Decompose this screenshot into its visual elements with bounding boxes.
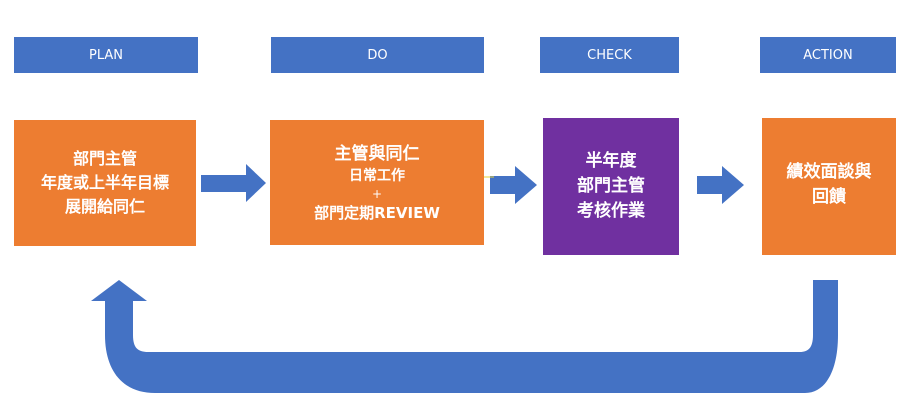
arrow-do-to-check-icon [490, 166, 537, 204]
phase-header-do: DO [271, 37, 484, 73]
phase-header-label: DO [367, 47, 388, 63]
step-text-line: 部門定期REVIEW [314, 203, 440, 222]
phase-header-action: ACTION [760, 37, 896, 73]
phase-header-label: CHECK [587, 47, 632, 63]
feedback-loop-arrow-icon [91, 280, 838, 393]
step-text-line: 回饋 [812, 187, 846, 207]
phase-header-check: CHECK [540, 37, 679, 73]
step-text-line: 日常工作 [349, 167, 405, 184]
phase-header-label: ACTION [803, 47, 853, 63]
check-step-box: 半年度 部門主管 考核作業 [543, 118, 679, 255]
do-step-box: 主管與同仁 日常工作 + 部門定期REVIEW [270, 120, 484, 245]
step-text-line: 考核作業 [577, 201, 645, 221]
arrow-plan-to-do-icon [201, 164, 266, 202]
phase-header-label: PLAN [89, 47, 123, 63]
step-text-line: 部門主管 [577, 176, 645, 196]
step-text-line: + [371, 186, 383, 201]
arrow-check-to-action-icon [697, 166, 744, 204]
step-text-line: 績效面談與 [786, 162, 872, 182]
action-step-box: 績效面談與 回饋 [762, 118, 896, 255]
step-text-line: 主管與同仁 [334, 143, 420, 164]
phase-header-plan: PLAN [14, 37, 198, 73]
step-text-line: 部門主管 [72, 149, 137, 168]
step-text-line: 年度或上半年目標 [40, 173, 169, 192]
plan-step-box: 部門主管 年度或上半年目標 展開給同仁 [14, 120, 196, 246]
step-text-line: 展開給同仁 [64, 197, 145, 216]
step-text-line: 半年度 [585, 151, 637, 171]
